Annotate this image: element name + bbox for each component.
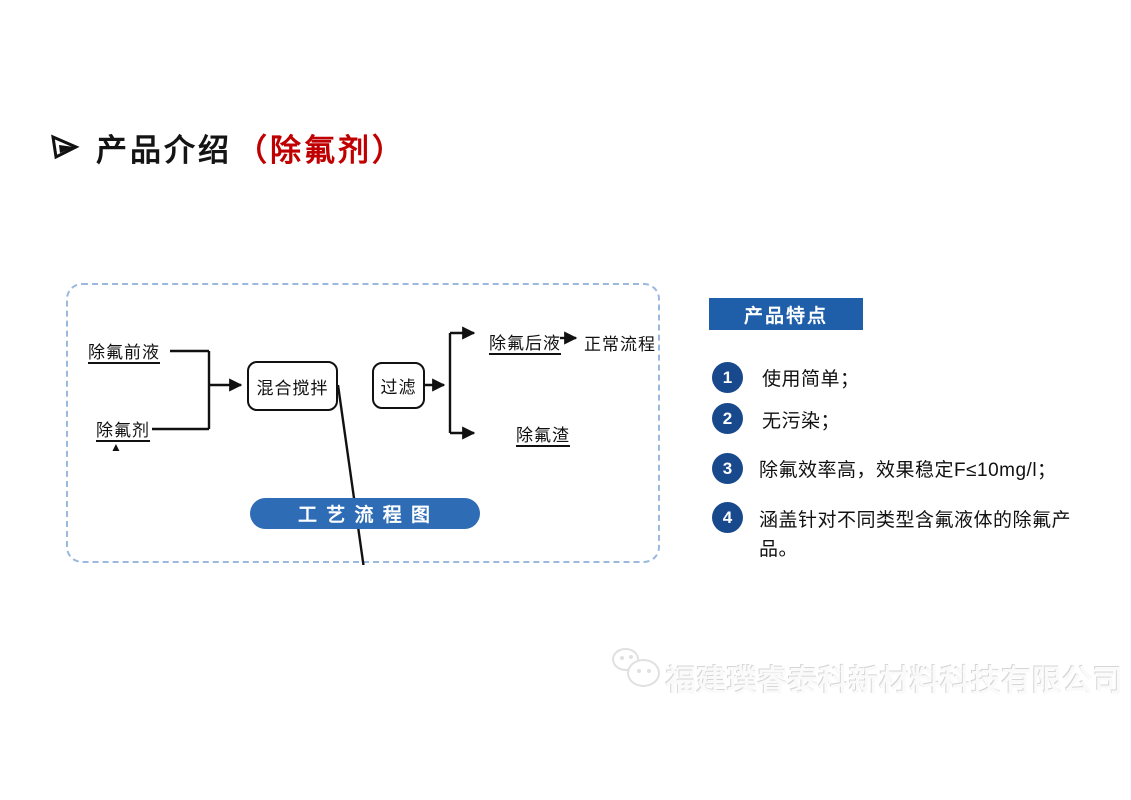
title-main: 产品介绍 — [96, 132, 232, 168]
flow-caption-pill: 工 艺 流 程 图 — [250, 498, 480, 529]
feature-number-badge: 1 — [712, 362, 743, 393]
flow-input-agent: 除氟剂 — [96, 421, 150, 440]
company-watermark: 福建璞睿泰科新材料科技有限公司 — [610, 646, 1123, 706]
process-flow-diagram: 除氟前液 除氟剂 ▲ 混合搅拌 过滤 除氟后液 正常流程 除氟渣 工 艺 流 程… — [66, 283, 660, 565]
features-header: 产品特点 — [709, 298, 863, 330]
flow-box-filtering-label: 过滤 — [380, 378, 417, 397]
flow-output-normal-process: 正常流程 — [584, 335, 656, 354]
flow-box-mixing: 混合搅拌 — [247, 361, 338, 411]
feature-number-badge: 2 — [712, 403, 743, 434]
flow-agent-marker-icon: ▲ — [110, 440, 122, 454]
flow-box-filtering: 过滤 — [372, 362, 425, 409]
feature-number-badge: 4 — [712, 502, 743, 533]
wechat-icon — [612, 648, 666, 698]
feature-text: 除氟效率高，效果稳定F≤10mg/l； — [759, 460, 1057, 481]
features-header-label: 产品特点 — [743, 305, 828, 327]
feature-text: 无污染； — [762, 411, 841, 432]
wechat-bubble-big — [627, 659, 660, 687]
flow-output-residue: 除氟渣 — [516, 426, 570, 445]
connector-lines — [152, 326, 578, 565]
flow-output-post-liquid: 除氟后液 — [489, 334, 561, 353]
title-highlight: （除氟剂） — [236, 132, 406, 168]
feature-text: 涵盖针对不同类型含氟液体的除氟产品。 — [759, 510, 1072, 560]
feature-number-badge: 3 — [712, 453, 743, 484]
company-name: 福建璞睿泰科新材料科技有限公司 — [666, 665, 1124, 698]
page-title: 产品介绍 （除氟剂） — [50, 126, 406, 168]
flow-input-pre-liquid: 除氟前液 — [88, 343, 160, 362]
arrowhead-bullet-icon — [51, 134, 80, 160]
feature-text: 使用简单； — [762, 369, 860, 390]
flow-box-mixing-label: 混合搅拌 — [256, 378, 329, 398]
flow-caption-label: 工 艺 流 程 图 — [297, 505, 433, 526]
